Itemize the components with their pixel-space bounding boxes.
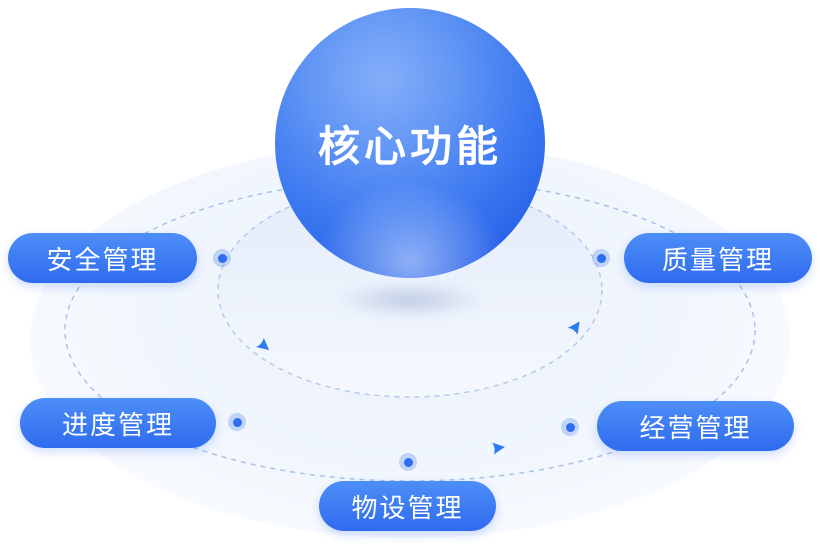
pill-business-label: 经营管理: [639, 412, 752, 443]
pill-quality-management[interactable]: 质量管理: [624, 233, 812, 283]
orbit-arrow-icon: [256, 337, 270, 351]
pill-safety-management[interactable]: 安全管理: [8, 233, 197, 283]
orbit-dot-business: [561, 418, 579, 436]
sphere-shadow: [335, 282, 485, 318]
core-sphere-label: 核心功能: [317, 122, 502, 170]
pill-equipment-management[interactable]: 物设管理: [319, 481, 496, 531]
orbit-dot-safety: [213, 249, 231, 267]
orbit-arrow-icon: [567, 321, 580, 335]
pill-safety-label: 安全管理: [46, 244, 159, 275]
orbit-arrow-icon: [492, 442, 505, 455]
pill-business-management[interactable]: 经营管理: [597, 401, 794, 451]
pill-equipment-label: 物设管理: [351, 492, 464, 523]
pill-quality-label: 质量管理: [661, 244, 774, 275]
pill-progress-label: 进度管理: [61, 409, 174, 440]
orbit-dot-equipment: [399, 453, 417, 471]
core-sphere: 核心功能: [275, 8, 545, 284]
orbit-dot-progress: [228, 413, 246, 431]
orbit-dot-quality: [592, 249, 610, 267]
pill-progress-management[interactable]: 进度管理: [20, 398, 216, 448]
